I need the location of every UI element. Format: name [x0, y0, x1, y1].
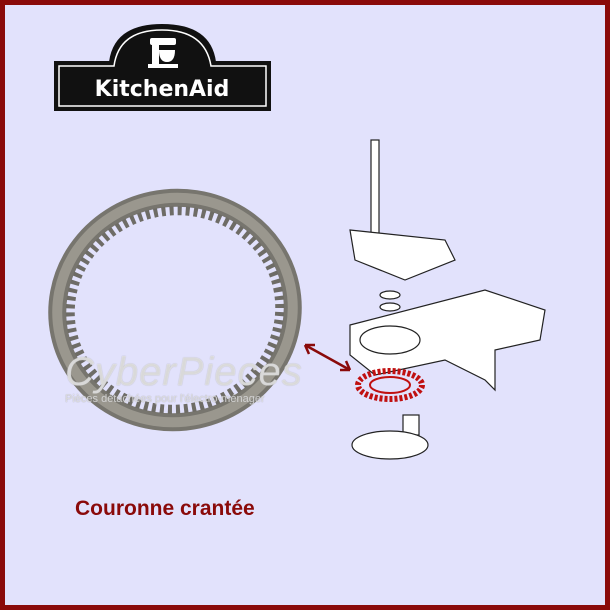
stand-mixer-icon	[148, 38, 178, 68]
watermark-tagline: Pièces détachées pour l'électro-ménager	[65, 393, 265, 405]
cyberpieces-watermark: CyberPieces Pièces détachées pour l'élec…	[65, 350, 335, 405]
highlighted-toothed-ring	[355, 368, 425, 402]
svg-text:KitchenAid: KitchenAid	[95, 77, 230, 102]
watermark-brand: CyberPieces	[65, 350, 303, 394]
toothed-ring-photo	[48, 188, 302, 432]
product-caption: Couronne crantée	[75, 497, 255, 520]
exploded-parts-diagram	[303, 139, 546, 460]
kitchenaid-logo: KitchenAid	[54, 23, 271, 111]
